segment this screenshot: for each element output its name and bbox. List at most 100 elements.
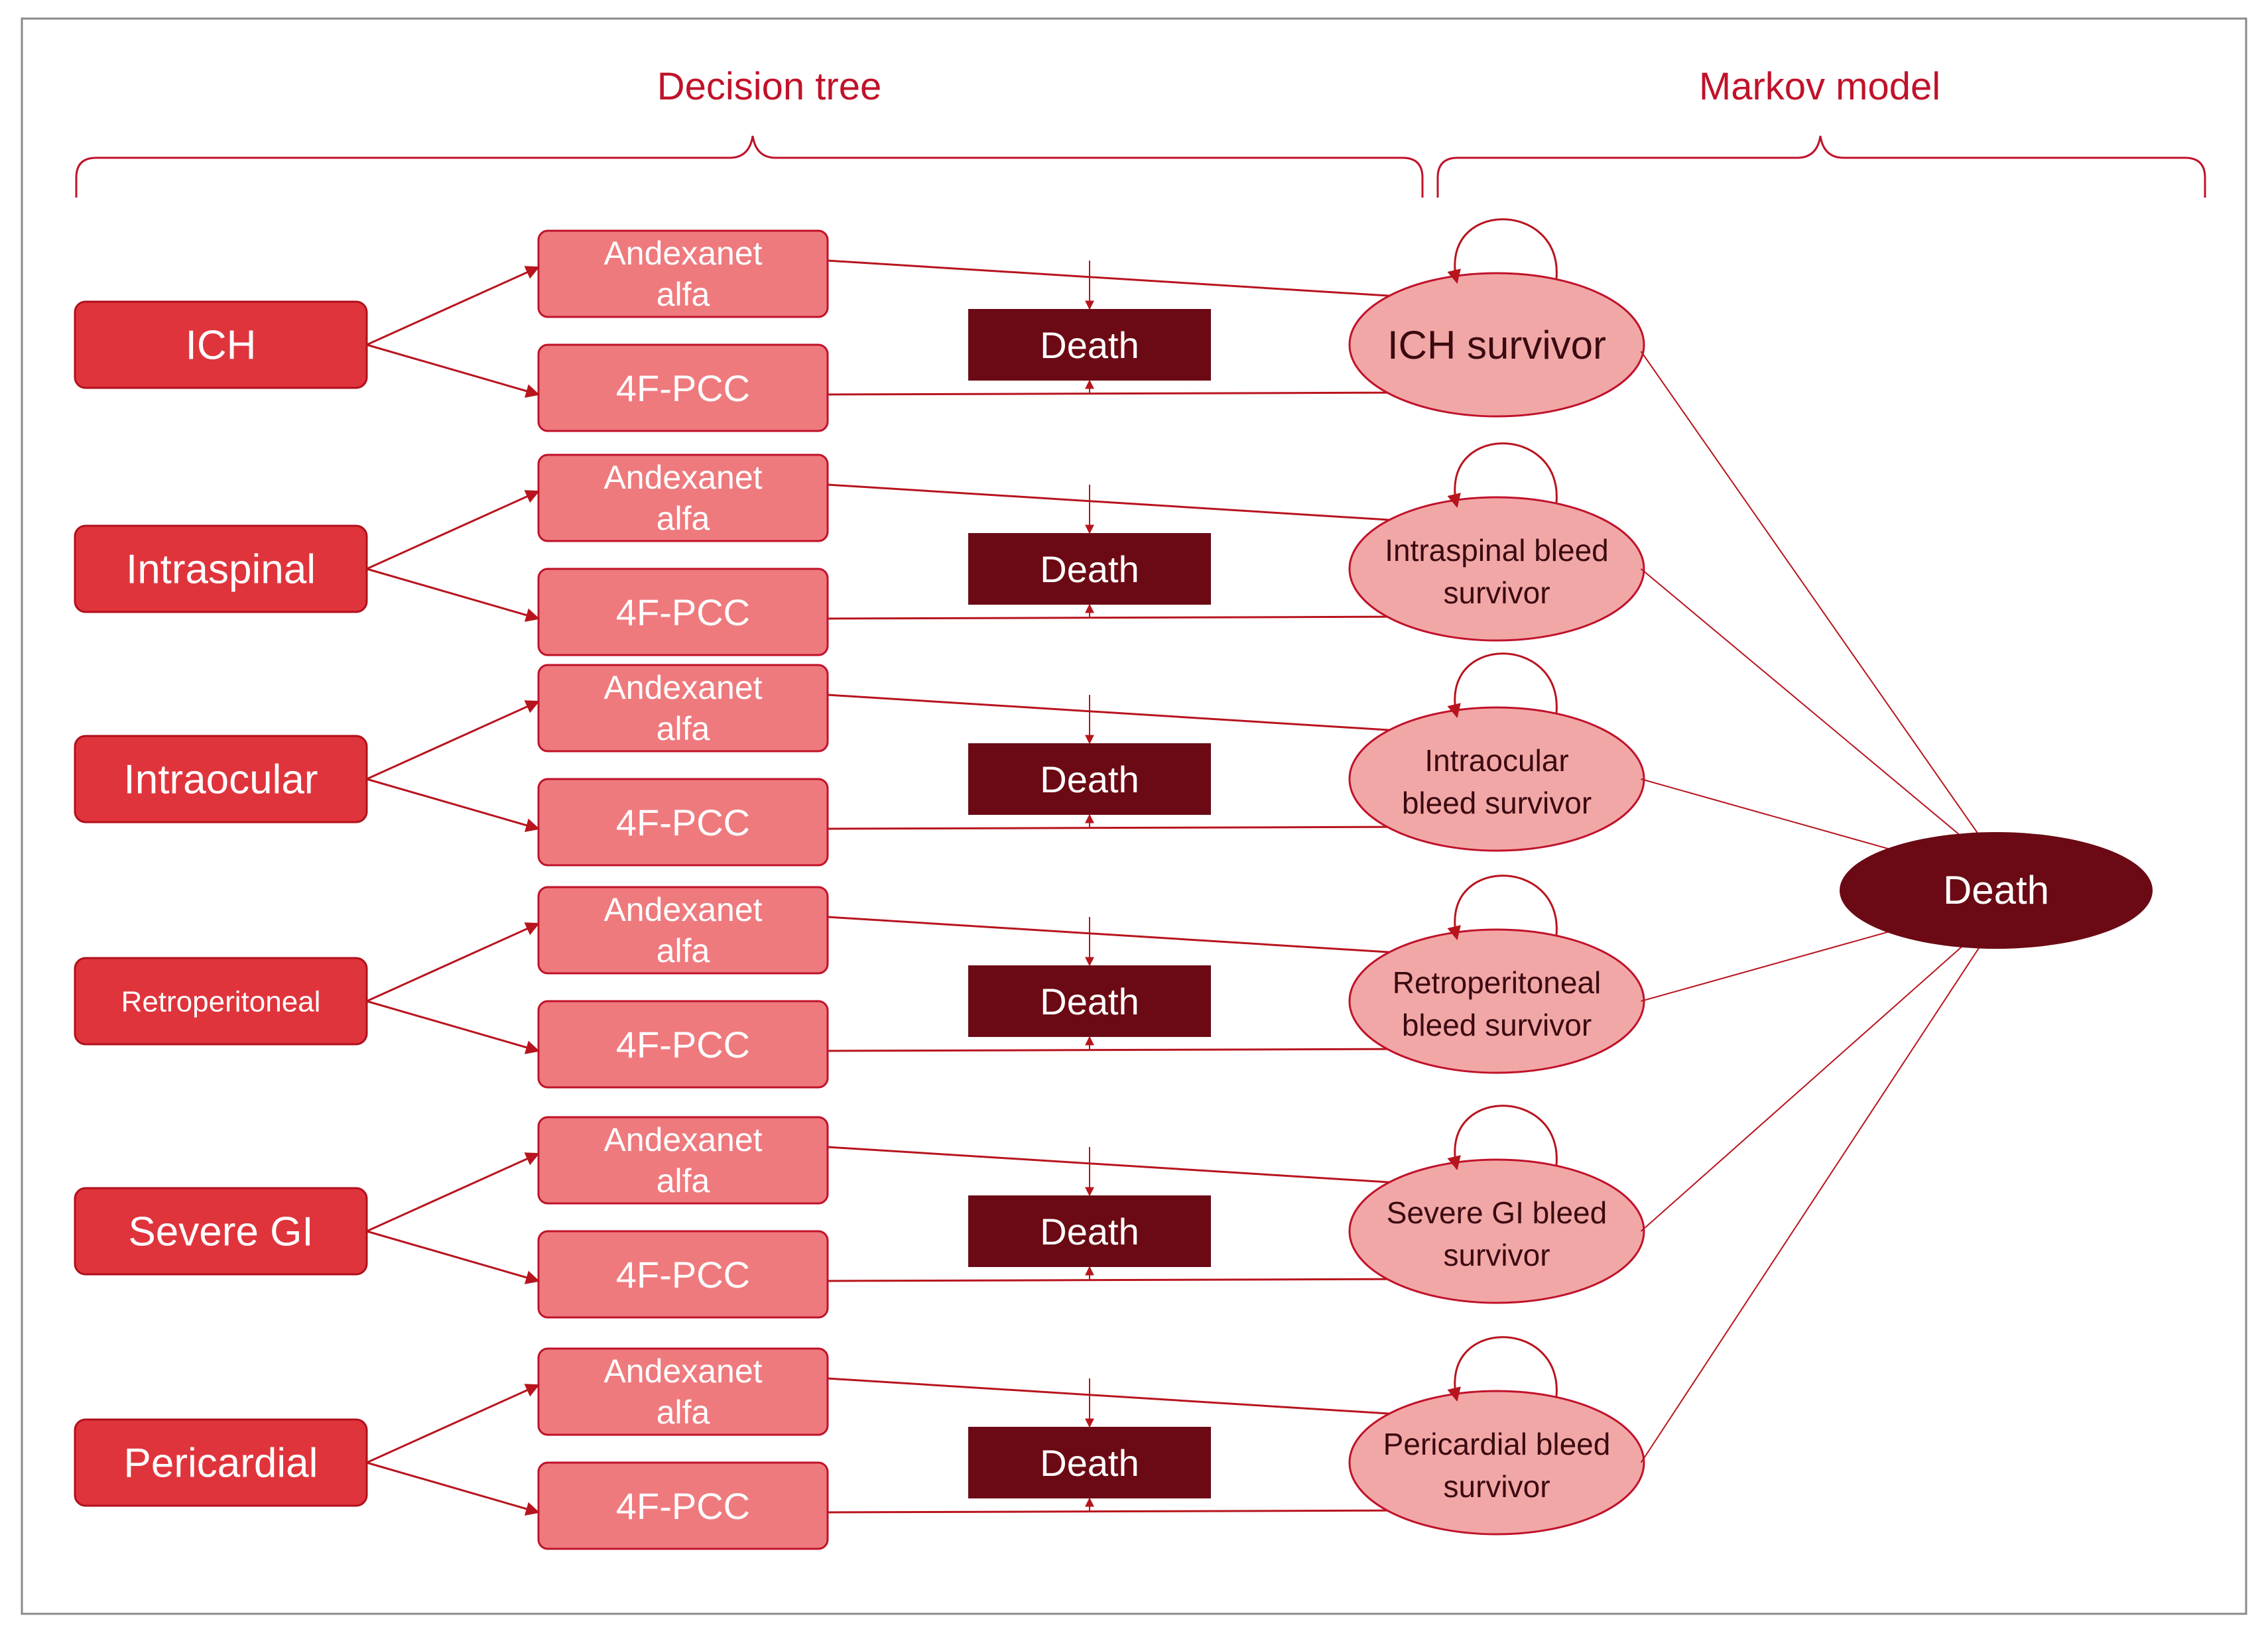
survivor-self-loop (1447, 1105, 1558, 1171)
arrow-pcc-to-survivor (827, 1042, 1432, 1056)
bleed-type-label: Pericardial (124, 1441, 318, 1486)
survivor-label-line2: survivor (1443, 1238, 1550, 1272)
andexanet-label-line1: Andexanet (603, 459, 762, 496)
death-label: Death (1040, 548, 1139, 590)
andexanet-label-line1: Andexanet (603, 891, 762, 928)
survivor-label-line2: survivor (1443, 576, 1550, 610)
andexanet-label-line2: alfa (657, 500, 710, 537)
arrow-bleed-to-pcc (366, 1461, 540, 1516)
andexanet-label-line2: alfa (657, 276, 710, 313)
arrow-survivor-to-markov-death (1640, 937, 1987, 1463)
arrow-bleed-to-andexanet (366, 266, 540, 346)
bleed-row-intraocular: Intraocular Andexanet alfa 4F-PCC Death Intra… (74, 652, 1978, 877)
arrow-andexanet-to-survivor (827, 1377, 1432, 1423)
bleed-row-ich: ICH Andexanet alfa 4F-PCC Death ICH survivor (74, 218, 1986, 845)
andexanet-label-line1: Andexanet (603, 1121, 762, 1158)
bleed-type-label: Severe GI (128, 1209, 313, 1255)
andexanet-label-line2: alfa (657, 710, 710, 747)
survivor-label-line2: survivor (1443, 1469, 1550, 1504)
decision-tree-header: Decision tree (657, 65, 881, 108)
death-label: Death (1040, 1442, 1139, 1484)
death-label: Death (1040, 324, 1139, 366)
arrow-pcc-to-survivor (827, 1503, 1432, 1518)
andexanet-label-line1: Andexanet (603, 235, 762, 272)
survivor-label-line1: Severe GI bleed (1387, 1195, 1607, 1230)
survivor-self-loop (1447, 218, 1558, 284)
arrow-bleed-to-andexanet (366, 490, 540, 570)
survivor-ellipse (1348, 928, 1645, 1074)
markov-death-label: Death (1943, 868, 2049, 912)
survivor-label-line1: Intraspinal bleed (1385, 533, 1609, 568)
markov-death-ellipse (1840, 832, 2153, 949)
death-box (968, 1427, 1211, 1498)
bleed-row-retroperitoneal: Retroperitoneal Andexanet alfa 4F-PCC Death R… (74, 875, 1978, 1089)
survivor-ellipse (1348, 706, 1645, 852)
death-label: Death (1040, 758, 1139, 800)
arrow-bleed-to-andexanet (366, 1384, 540, 1464)
andexanet-label-line2: alfa (657, 1162, 710, 1199)
markov-death-state: Death (1840, 832, 2153, 949)
arrow-bleed-to-pcc (366, 1000, 540, 1054)
arrow-survivor-to-markov-death (1640, 928, 1983, 1232)
bleed-type-label: Intraspinal (126, 547, 316, 593)
arrow-andexanet-to-survivor (827, 694, 1432, 739)
death-box (968, 309, 1211, 381)
survivor-label-line1: Retroperitoneal (1393, 965, 1602, 1000)
arrow-pcc-to-survivor (827, 385, 1432, 400)
arrow-andexanet-to-survivor (827, 1146, 1432, 1191)
andexanet-label-line2: alfa (657, 1394, 710, 1431)
survivor-self-loop (1447, 442, 1558, 509)
pcc-label: 4F-PCC (616, 802, 750, 843)
survivor-self-loop (1447, 1336, 1558, 1402)
arrow-bleed-to-pcc (366, 1230, 540, 1284)
arrow-andexanet-to-survivor (827, 916, 1432, 961)
markov-model-brace (1436, 135, 2206, 198)
survivor-label-line1: Pericardial bleed (1383, 1427, 1611, 1461)
survivor-label-line2: bleed survivor (1402, 1008, 1592, 1042)
andexanet-label-line1: Andexanet (603, 669, 762, 706)
arrow-bleed-to-pcc (366, 778, 540, 832)
arrow-bleed-to-andexanet (366, 922, 540, 1002)
survivor-ellipse (1348, 1158, 1645, 1304)
decision-tree-brace (75, 135, 1424, 198)
pcc-label: 4F-PCC (616, 591, 750, 633)
death-box (968, 1195, 1211, 1267)
survivor-label-line2: bleed survivor (1402, 786, 1592, 820)
survivor-ellipse (1348, 272, 1645, 418)
andexanet-label-line1: Andexanet (603, 1353, 762, 1390)
arrow-bleed-to-andexanet (366, 1152, 540, 1233)
arrow-bleed-to-pcc (366, 568, 540, 622)
survivor-label-line1: Intraocular (1424, 743, 1568, 778)
arrow-pcc-to-survivor (827, 1272, 1432, 1286)
bleed-type-label: Retroperitoneal (121, 985, 321, 1018)
arrow-survivor-to-markov-death (1640, 351, 1986, 845)
death-label: Death (1040, 1211, 1139, 1252)
death-box (968, 533, 1211, 605)
survivor-label: ICH survivor (1387, 323, 1606, 367)
arrow-pcc-to-survivor (827, 609, 1432, 624)
pcc-label: 4F-PCC (616, 367, 750, 409)
bleed-type-label: ICH (186, 323, 257, 369)
arrow-andexanet-to-survivor (827, 483, 1432, 529)
arrow-andexanet-to-survivor (827, 259, 1432, 305)
death-box (968, 743, 1211, 815)
bleed-type-label: Intraocular (124, 757, 318, 803)
death-label: Death (1040, 981, 1139, 1022)
survivor-self-loop (1447, 652, 1558, 719)
markov-model-header: Markov model (1699, 65, 1940, 108)
death-box (968, 965, 1211, 1037)
arrow-survivor-to-markov-death (1640, 568, 1982, 854)
arrow-pcc-to-survivor (827, 819, 1432, 834)
survivor-ellipse (1348, 496, 1645, 642)
figure-frame (21, 17, 2247, 1615)
survivor-self-loop (1447, 875, 1558, 941)
arrow-bleed-to-andexanet (366, 700, 540, 780)
pcc-label: 4F-PCC (616, 1024, 750, 1065)
andexanet-label-line2: alfa (657, 932, 710, 969)
pcc-label: 4F-PCC (616, 1254, 750, 1296)
